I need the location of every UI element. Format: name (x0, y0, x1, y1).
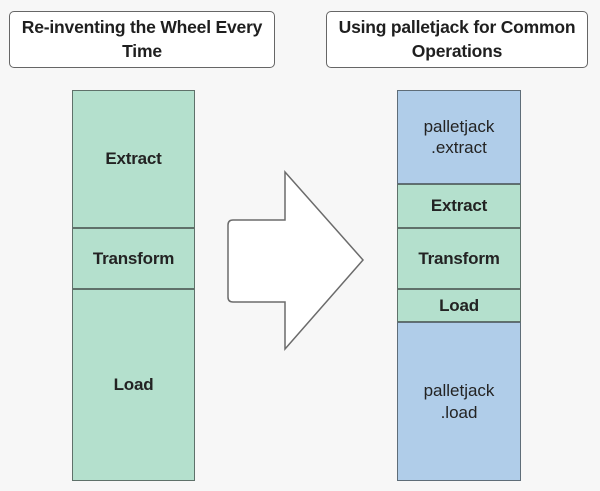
left-stack-segment-load: Load (72, 289, 195, 481)
right-block-arrow-icon (222, 168, 370, 354)
right-stack-segment-palletjack-extract: palletjack .extract (397, 90, 521, 184)
right-stack-segment-extract: Extract (397, 184, 521, 228)
left-stack-segment-transform: Transform (72, 228, 195, 289)
left-etl-stack: Extract Transform Load (72, 90, 195, 481)
left-panel-title: Re-inventing the Wheel Every Time (9, 11, 275, 68)
right-palletjack-stack: palletjack .extract Extract Transform Lo… (397, 90, 521, 481)
right-stack-segment-palletjack-load: palletjack .load (397, 322, 521, 481)
left-stack-segment-extract: Extract (72, 90, 195, 228)
right-stack-segment-transform: Transform (397, 228, 521, 289)
right-panel-title: Using palletjack for Common Operations (326, 11, 588, 68)
right-stack-segment-load: Load (397, 289, 521, 322)
